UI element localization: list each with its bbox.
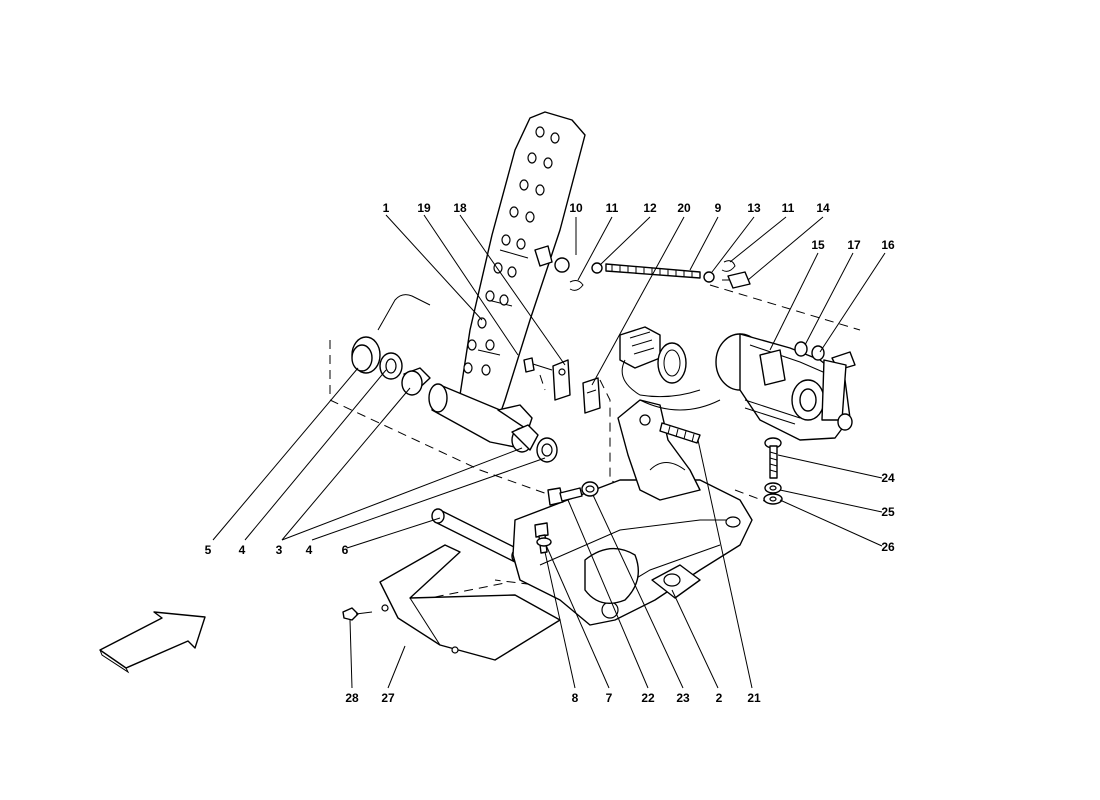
callout-4-a: 4	[239, 543, 246, 557]
callout-26: 26	[881, 540, 895, 554]
small-bracket	[523, 357, 571, 401]
callout-28: 28	[345, 691, 359, 705]
callout-13: 13	[747, 201, 761, 215]
cover-plate	[342, 544, 561, 661]
stud	[659, 422, 701, 444]
position-sensor	[715, 333, 856, 441]
callout-10: 10	[569, 201, 583, 215]
callout-15: 15	[811, 238, 825, 252]
base-bracket	[512, 399, 753, 626]
callout-18: 18	[453, 201, 467, 215]
sensor-fasteners	[794, 341, 825, 361]
pedal-holes	[463, 126, 560, 376]
callout-21: 21	[747, 691, 761, 705]
direction-arrow-icon	[99, 611, 206, 674]
callout-20: 20	[677, 201, 691, 215]
callout-17: 17	[847, 238, 861, 252]
callout-2: 2	[716, 691, 723, 705]
linkage-rod	[534, 245, 751, 291]
callout-12: 12	[643, 201, 657, 215]
callout-9: 9	[715, 201, 722, 215]
accelerator-pedal	[428, 111, 586, 449]
callout-6: 6	[342, 543, 349, 557]
callout-3: 3	[276, 543, 283, 557]
return-spring	[351, 294, 431, 374]
leader-lines	[212, 214, 886, 689]
callout-22: 22	[641, 691, 655, 705]
callout-11-a: 11	[606, 201, 619, 215]
callout-1: 1	[383, 201, 390, 215]
callout-25: 25	[881, 505, 895, 519]
callout-4-b: 4	[306, 543, 313, 557]
callout-14: 14	[816, 201, 830, 215]
bushings-rollers	[379, 352, 558, 463]
mount-bolt-set	[763, 437, 783, 505]
callout-19: 19	[417, 201, 431, 215]
callout-5: 5	[205, 543, 212, 557]
callout-23: 23	[676, 691, 690, 705]
electrical-connector	[619, 326, 721, 411]
callout-7: 7	[606, 691, 613, 705]
callout-labels: 1 19 18 10 11 12 20 9 13 11 14 15 17 16 …	[205, 201, 895, 705]
callout-8: 8	[572, 691, 579, 705]
callout-27: 27	[381, 691, 395, 705]
bolt-washer-set	[534, 522, 552, 554]
callout-11-b: 11	[782, 201, 795, 215]
callout-16: 16	[881, 238, 895, 252]
clip	[582, 377, 601, 414]
callout-24: 24	[881, 471, 895, 485]
screw-nut	[547, 481, 599, 506]
